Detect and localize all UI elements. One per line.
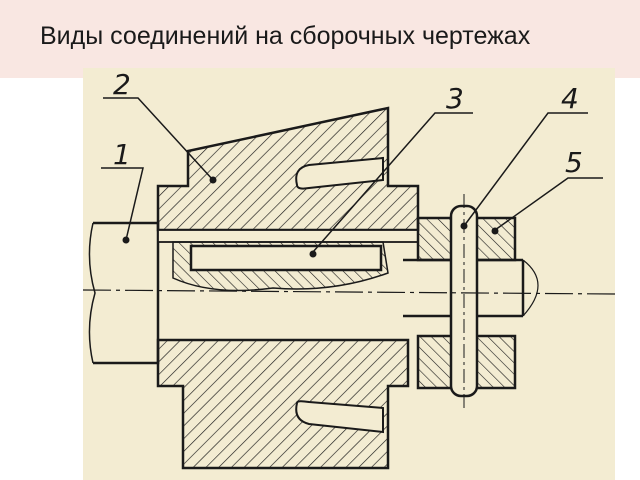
key-part-3 [189, 244, 383, 272]
leader-dots [122, 176, 499, 258]
leader-lines [101, 97, 603, 253]
assembly-drawing-svg: 1 2 3 4 5 [83, 68, 615, 470]
slide-title: Виды соединений на сборочных чертежах [40, 22, 531, 50]
gear-hub-part-2-lower [156, 338, 410, 470]
keyway-gap [157, 229, 419, 243]
gear-hub-part-2-upper [156, 106, 420, 232]
callout-1: 1 [113, 138, 131, 171]
assembly-drawing: 1 2 3 4 5 [83, 68, 615, 480]
pin-part-4 [449, 194, 479, 408]
callout-3: 3 [446, 82, 464, 115]
callout-5: 5 [565, 146, 583, 179]
callout-4: 4 [561, 82, 579, 115]
axis-centerline [83, 289, 615, 295]
title-band: Виды соединений на сборочных чертежах [0, 0, 640, 78]
callout-2: 2 [113, 68, 131, 101]
